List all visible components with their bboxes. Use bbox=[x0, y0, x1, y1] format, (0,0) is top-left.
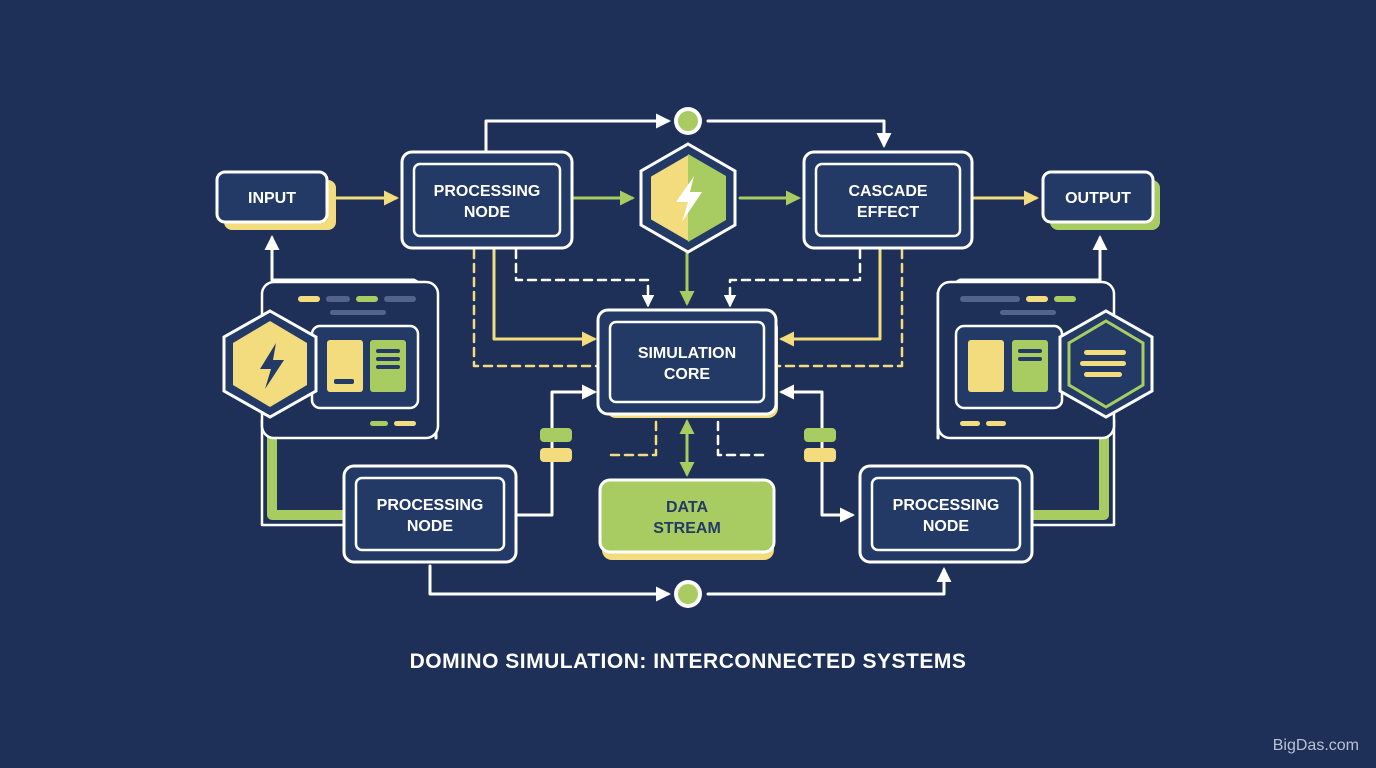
cascade-line2: EFFECT bbox=[857, 204, 919, 221]
processing-node-top: PROCESSING NODE bbox=[400, 150, 574, 250]
output-label: OUTPUT bbox=[1065, 190, 1131, 207]
watermark: BigDas.com bbox=[1272, 737, 1359, 754]
connector-dashed-right-core bbox=[723, 248, 862, 308]
panel-bar bbox=[370, 421, 388, 426]
panel-bar bbox=[960, 421, 980, 426]
connector-left-panel-to-processing-outline bbox=[260, 418, 344, 527]
connector-dashed-core-right bbox=[716, 420, 768, 457]
lightning-bolt-icon bbox=[260, 343, 284, 389]
lightning-bolt-icon bbox=[676, 176, 702, 222]
panel-bar bbox=[394, 421, 416, 426]
data-stream-node: DATA STREAM bbox=[598, 478, 776, 560]
top-junction-dot bbox=[674, 107, 702, 135]
green-block bbox=[1012, 340, 1048, 392]
bottom-junction-dot bbox=[674, 580, 702, 608]
center-hexagon bbox=[639, 142, 737, 254]
yellow-block bbox=[968, 340, 1004, 392]
right-dashboard-panel bbox=[936, 280, 1154, 440]
panel-bar bbox=[1054, 296, 1076, 302]
processing-node-left: PROCESSING NODE bbox=[342, 464, 518, 564]
simulation-core-node: SIMULATION CORE bbox=[596, 308, 778, 418]
core-line1: SIMULATION bbox=[638, 345, 736, 362]
panel-bar bbox=[326, 296, 350, 302]
diagram-title: DOMINO SIMULATION: INTERCONNECTED SYSTEM… bbox=[409, 650, 967, 673]
connector-cascade-to-core bbox=[779, 248, 882, 347]
panel-bar bbox=[330, 310, 386, 315]
panel-bar bbox=[986, 421, 1006, 426]
input-label: INPUT bbox=[248, 190, 296, 207]
connector-dashed-left-core bbox=[514, 248, 655, 308]
panel-bar bbox=[960, 296, 1020, 302]
processing-right-line2: NODE bbox=[923, 518, 970, 535]
processing-node-right: PROCESSING NODE bbox=[858, 464, 1034, 564]
connector-dashed-yellow-right bbox=[776, 248, 904, 368]
panel-bar bbox=[1000, 310, 1056, 315]
processing-top-line1: PROCESSING bbox=[434, 183, 541, 200]
panel-bar bbox=[298, 296, 320, 302]
right-connector-chips bbox=[804, 428, 836, 462]
panel-bar bbox=[384, 296, 416, 302]
output-node: OUTPUT bbox=[1041, 170, 1160, 230]
connector-top-loop-left bbox=[484, 113, 671, 155]
left-dashboard-panel bbox=[222, 280, 440, 440]
text-lines-icon bbox=[1080, 350, 1126, 377]
input-node: INPUT bbox=[215, 170, 336, 230]
yellow-block bbox=[327, 340, 363, 392]
cascade-effect-node: CASCADE EFFECT bbox=[802, 150, 974, 250]
data-stream-line2: STREAM bbox=[653, 520, 721, 537]
panel-bar bbox=[356, 296, 378, 302]
panel-bar bbox=[1026, 296, 1048, 302]
connector-bottom-loop-left bbox=[428, 564, 671, 602]
cascade-line1: CASCADE bbox=[848, 183, 927, 200]
connector-processing-top-to-core bbox=[492, 248, 597, 347]
connectors bbox=[260, 113, 1116, 602]
processing-left-line1: PROCESSING bbox=[377, 497, 484, 514]
processing-left-line2: NODE bbox=[407, 518, 454, 535]
left-connector-chips bbox=[540, 428, 572, 462]
connector-bottom-loop-right bbox=[706, 567, 952, 596]
processing-top-line2: NODE bbox=[464, 204, 511, 221]
processing-right-line1: PROCESSING bbox=[893, 497, 1000, 514]
connector-right-panel-to-processing-outline bbox=[1030, 418, 1116, 527]
connector-top-loop-right bbox=[706, 119, 892, 148]
connector-right-panel-to-processing bbox=[1027, 415, 1109, 520]
connector-dashed-core-left bbox=[608, 420, 658, 457]
core-line2: CORE bbox=[664, 366, 711, 383]
connector-dashed-yellow-left bbox=[472, 248, 600, 368]
data-stream-line1: DATA bbox=[666, 499, 709, 516]
connector-left-panel-to-processing bbox=[267, 415, 347, 520]
